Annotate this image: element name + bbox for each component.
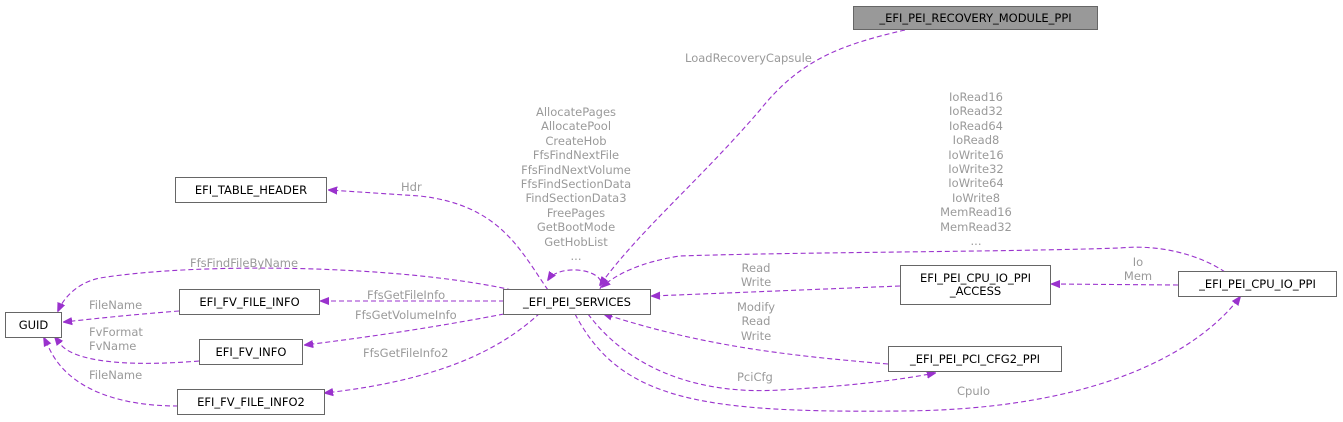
label-file-name-2: FileName xyxy=(89,368,143,382)
node-efi-fv-info[interactable]: EFI_FV_INFO xyxy=(199,339,303,365)
node-label-line-2: _ACCESS xyxy=(949,284,1002,298)
member: IoRead16 xyxy=(949,90,1003,104)
member: ... xyxy=(970,234,982,249)
label-line: Write xyxy=(740,275,772,290)
label-line: Read xyxy=(741,314,771,329)
member: IoWrite8 xyxy=(951,190,1001,205)
label-line: Mem xyxy=(1123,269,1153,284)
edge-pci-cfg xyxy=(587,313,935,392)
label-modify-read-write: Modify Read Write xyxy=(730,300,782,343)
label-hdr: Hdr xyxy=(401,180,422,194)
label-io-mem: Io Mem xyxy=(1118,255,1158,284)
label-load-recovery-capsule: LoadRecoveryCapsule xyxy=(685,51,812,65)
node-efi-pei-cpu-io-ppi[interactable]: _EFI_PEI_CPU_IO_PPI xyxy=(1178,271,1337,297)
node-efi-pei-cpu-io-ppi-access[interactable]: EFI_PEI_CPU_IO_PPI _ACCESS xyxy=(900,265,1051,305)
label-line: Modify xyxy=(736,300,776,314)
member: IoWrite32 xyxy=(948,162,1004,177)
label-line: FvFormat xyxy=(89,325,143,339)
member: GetHobList xyxy=(544,234,608,249)
member: FindSectionData3 xyxy=(525,191,627,206)
edge-io-mem xyxy=(1052,284,1179,285)
member: IoWrite16 xyxy=(948,147,1004,162)
edge-load-recovery-capsule xyxy=(600,29,906,285)
member: CreateHob xyxy=(545,133,607,148)
member: GetBootMode xyxy=(536,220,616,235)
member: AllocatePages xyxy=(535,105,617,119)
edge-hdr xyxy=(329,190,549,291)
node-label-line-1: EFI_PEI_CPU_IO_PPI xyxy=(920,271,1031,285)
node-efi-table-header[interactable]: EFI_TABLE_HEADER xyxy=(175,177,327,203)
member: FfsFindSectionData xyxy=(520,177,632,192)
edge-services-self-loop xyxy=(548,269,602,290)
label-cpu-io-members: IoRead16 IoRead32 IoRead64 IoRead8 IoWri… xyxy=(926,90,1026,248)
member: IoWrite64 xyxy=(948,176,1004,191)
label-ffs-get-volume-info: FfsGetVolumeInfo xyxy=(355,308,457,322)
label-file-name-1: FileName xyxy=(89,298,143,312)
edge-file-name-2 xyxy=(44,338,179,407)
member: IoRead8 xyxy=(952,133,1000,148)
label-line: Io xyxy=(1132,255,1144,269)
member: IoRead32 xyxy=(949,104,1003,119)
edge-ffs-find-file-by-name xyxy=(58,267,513,311)
member: FfsFindNextFile xyxy=(532,148,620,163)
member: FfsFindNextVolume xyxy=(521,162,631,177)
label-line: FvName xyxy=(89,339,137,354)
node-efi-fv-file-info2[interactable]: EFI_FV_FILE_INFO2 xyxy=(177,389,325,415)
label-ffs-get-file-info: FfsGetFileInfo xyxy=(367,288,446,302)
member: MemRead16 xyxy=(940,205,1012,220)
label-line: Read xyxy=(741,261,771,275)
edge-ffs-get-file-info2 xyxy=(325,312,541,393)
node-efi-fv-file-info[interactable]: EFI_FV_FILE_INFO xyxy=(179,289,320,315)
edge-read-write xyxy=(652,285,901,296)
member: IoRead64 xyxy=(949,118,1003,133)
edge-cpu-io xyxy=(574,297,1240,412)
edge-file-name-1 xyxy=(64,310,180,322)
label-line: Write xyxy=(740,328,772,343)
node-efi-pei-pci-cfg2-ppi[interactable]: _EFI_PEI_PCI_CFG2_PPI xyxy=(888,346,1062,372)
edge-fv-format-name xyxy=(55,337,200,364)
edge-modify-read-write xyxy=(604,314,889,365)
label-read-write: Read Write xyxy=(734,261,778,290)
member: FreePages xyxy=(546,205,606,220)
label-services-members: AllocatePages AllocatePool CreateHob Ffs… xyxy=(508,105,644,263)
member: ... xyxy=(570,249,582,264)
label-pci-cfg: PciCfg xyxy=(737,370,773,384)
label-ffs-find-file-by-name: FfsFindFileByName xyxy=(190,256,299,270)
label-cpu-io: CpuIo xyxy=(957,384,991,398)
member: AllocatePool xyxy=(540,119,612,134)
label-fv-format-name: FvFormat FvName xyxy=(89,325,143,354)
edge-cpu-io-members xyxy=(602,246,1226,287)
edge-ffs-get-volume-info xyxy=(305,313,505,345)
node-efi-pei-services[interactable]: _EFI_PEI_SERVICES xyxy=(503,289,651,315)
label-ffs-get-file-info2: FfsGetFileInfo2 xyxy=(363,346,449,360)
node-recovery-module-ppi: _EFI_PEI_RECOVERY_MODULE_PPI xyxy=(853,6,1098,30)
member: MemRead32 xyxy=(940,219,1012,234)
node-guid[interactable]: GUID xyxy=(5,312,62,338)
